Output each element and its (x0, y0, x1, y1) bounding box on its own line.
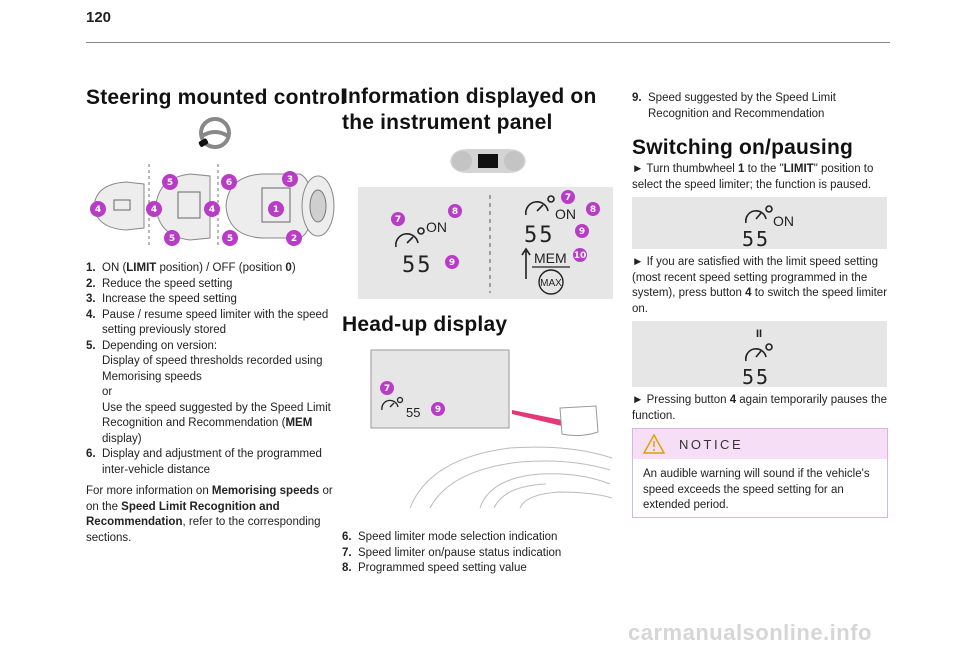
pause-indicator: II (756, 328, 762, 340)
display-indications-list: 6. Speed limiter mode selection indicatio… (342, 530, 604, 577)
instrument-panel-display: ON 55 7 8 9 ON 55 MEM MAX 7 8 9 10 (358, 187, 613, 299)
callout-label: 4 (151, 205, 157, 215)
list-item: 8. Programmed speed setting value (342, 561, 604, 577)
list-text: Speed suggested by the Speed Limit Recog… (648, 92, 836, 120)
list-text: Pause / resume speed limiter with the sp… (102, 308, 329, 337)
list-number: 5. (86, 339, 96, 352)
callout-label: 5 (167, 178, 173, 188)
steering-wheel-icon (198, 117, 231, 149)
list-number: 4. (86, 308, 96, 321)
notice-text: An audible warning will sound if the veh… (643, 468, 870, 511)
instrument-panel-icon (450, 149, 526, 173)
arrow-up-icon (521, 247, 531, 279)
steering-controls-list: 1. ON (LIMIT position) / OFF (position 0)… (86, 261, 340, 478)
list-number: 8. (342, 562, 352, 574)
speed-value: 55 (742, 227, 770, 249)
callout-label: 10 (574, 251, 587, 261)
list-text: Programmed speed setting value (358, 562, 527, 574)
item-9-list: 9. Speed suggested by the Speed Limit Rec… (632, 91, 888, 122)
callout-label: 4 (95, 205, 101, 215)
list-item: 6. Display and adjustment of the programm… (86, 447, 340, 478)
list-item: 5. Depending on version:Display of speed … (86, 339, 340, 448)
more-info-paragraph: For more information on Memorising speed… (86, 485, 333, 544)
callout-label: 8 (452, 207, 458, 217)
on-indicator: ON (773, 213, 794, 229)
callout-label: 7 (395, 215, 401, 225)
list-number: 2. (86, 277, 96, 290)
instruction-3: ► Pressing button 4 again temporarily pa… (632, 394, 887, 422)
instruction-2: ► If you are satisfied with the limit sp… (632, 256, 888, 315)
list-number: 3. (86, 293, 96, 305)
display-on-paused: ON 55 (632, 197, 887, 249)
list-number: 6. (342, 531, 352, 543)
list-item: 4. Pause / resume speed limiter with the … (86, 308, 340, 339)
callout-label: 8 (590, 205, 596, 215)
list-item: 6. Speed limiter mode selection indicatio… (342, 530, 604, 546)
notice-header: NOTICE (633, 429, 887, 459)
list-text: Depending on version:Display of speed th… (102, 339, 331, 445)
list-number: 7. (342, 546, 352, 559)
callout-label: 9 (435, 405, 441, 415)
callout-label: 2 (291, 234, 297, 244)
callout-label: 3 (287, 175, 293, 185)
callout-badges: 4 5 4 5 6 4 5 3 1 2 (90, 171, 302, 246)
list-text: Increase the speed setting (102, 293, 237, 305)
list-number: 6. (86, 448, 96, 460)
speed-limiter-gauge-icon (395, 227, 425, 248)
callout-label: 4 (209, 205, 215, 215)
head-up-display-illustration: 55 7 9 (370, 349, 613, 509)
callout-label: 5 (169, 234, 175, 244)
list-text: Display and adjustment of the programmed… (102, 448, 322, 476)
callout-label: 9 (449, 258, 455, 268)
callout-label: 6 (226, 178, 232, 188)
section-title-hud: Head-up display (342, 313, 508, 336)
steering-controls-illustration: 4 5 4 5 6 4 5 3 1 2 (90, 164, 335, 248)
watermark: carmanualsonline.info (628, 620, 872, 645)
warning-triangle-icon (643, 433, 666, 454)
list-number: 9. (632, 92, 642, 104)
on-indicator: ON (555, 206, 576, 222)
section-title-instrument-panel: Information displayed on the instrument … (342, 85, 597, 134)
list-item: 7. Speed limiter on/pause status indicati… (342, 546, 604, 562)
callout-label: 5 (227, 234, 233, 244)
mem-indicator: MEM (534, 250, 567, 266)
section-title-switching: Switching on/pausing (632, 136, 853, 159)
list-item: 9. Speed suggested by the Speed Limit Rec… (632, 91, 888, 122)
list-text: Reduce the speed setting (102, 277, 233, 290)
speed-limiter-gauge-icon (525, 195, 555, 216)
list-item: 2. Reduce the speed setting (86, 277, 340, 293)
callout-label: 1 (273, 205, 279, 215)
callout-label: 7 (384, 384, 390, 394)
on-indicator: ON (426, 219, 447, 235)
programmed-speed-value: 55 (524, 223, 555, 248)
list-text: ON (LIMIT position) / OFF (position 0) (102, 262, 296, 274)
list-item: 1. ON (LIMIT position) / OFF (position 0) (86, 261, 340, 277)
section-title-steering: Steering mounted control (86, 86, 347, 109)
programmed-speed-value: 55 (402, 253, 433, 278)
list-number: 1. (86, 262, 96, 274)
list-text: Speed limiter on/pause status indication (358, 546, 562, 559)
notice-label: NOTICE (679, 436, 744, 452)
display-paused: II 55 (632, 321, 887, 387)
callout-label: 9 (579, 227, 585, 237)
callout-label: 7 (565, 193, 571, 203)
list-item: 3. Increase the speed setting (86, 292, 340, 308)
instruction-1: ► Turn thumbwheel 1 to the "LIMIT" posit… (632, 163, 874, 191)
max-indicator: MAX (540, 278, 562, 289)
speed-value: 55 (742, 365, 770, 387)
notice-box: NOTICE An audible warning will sound if … (632, 428, 888, 518)
hud-speed-value: 55 (406, 405, 420, 420)
header-rule (86, 42, 890, 43)
page-number: 120 (86, 9, 112, 26)
list-text: Speed limiter mode selection indication (358, 531, 558, 543)
